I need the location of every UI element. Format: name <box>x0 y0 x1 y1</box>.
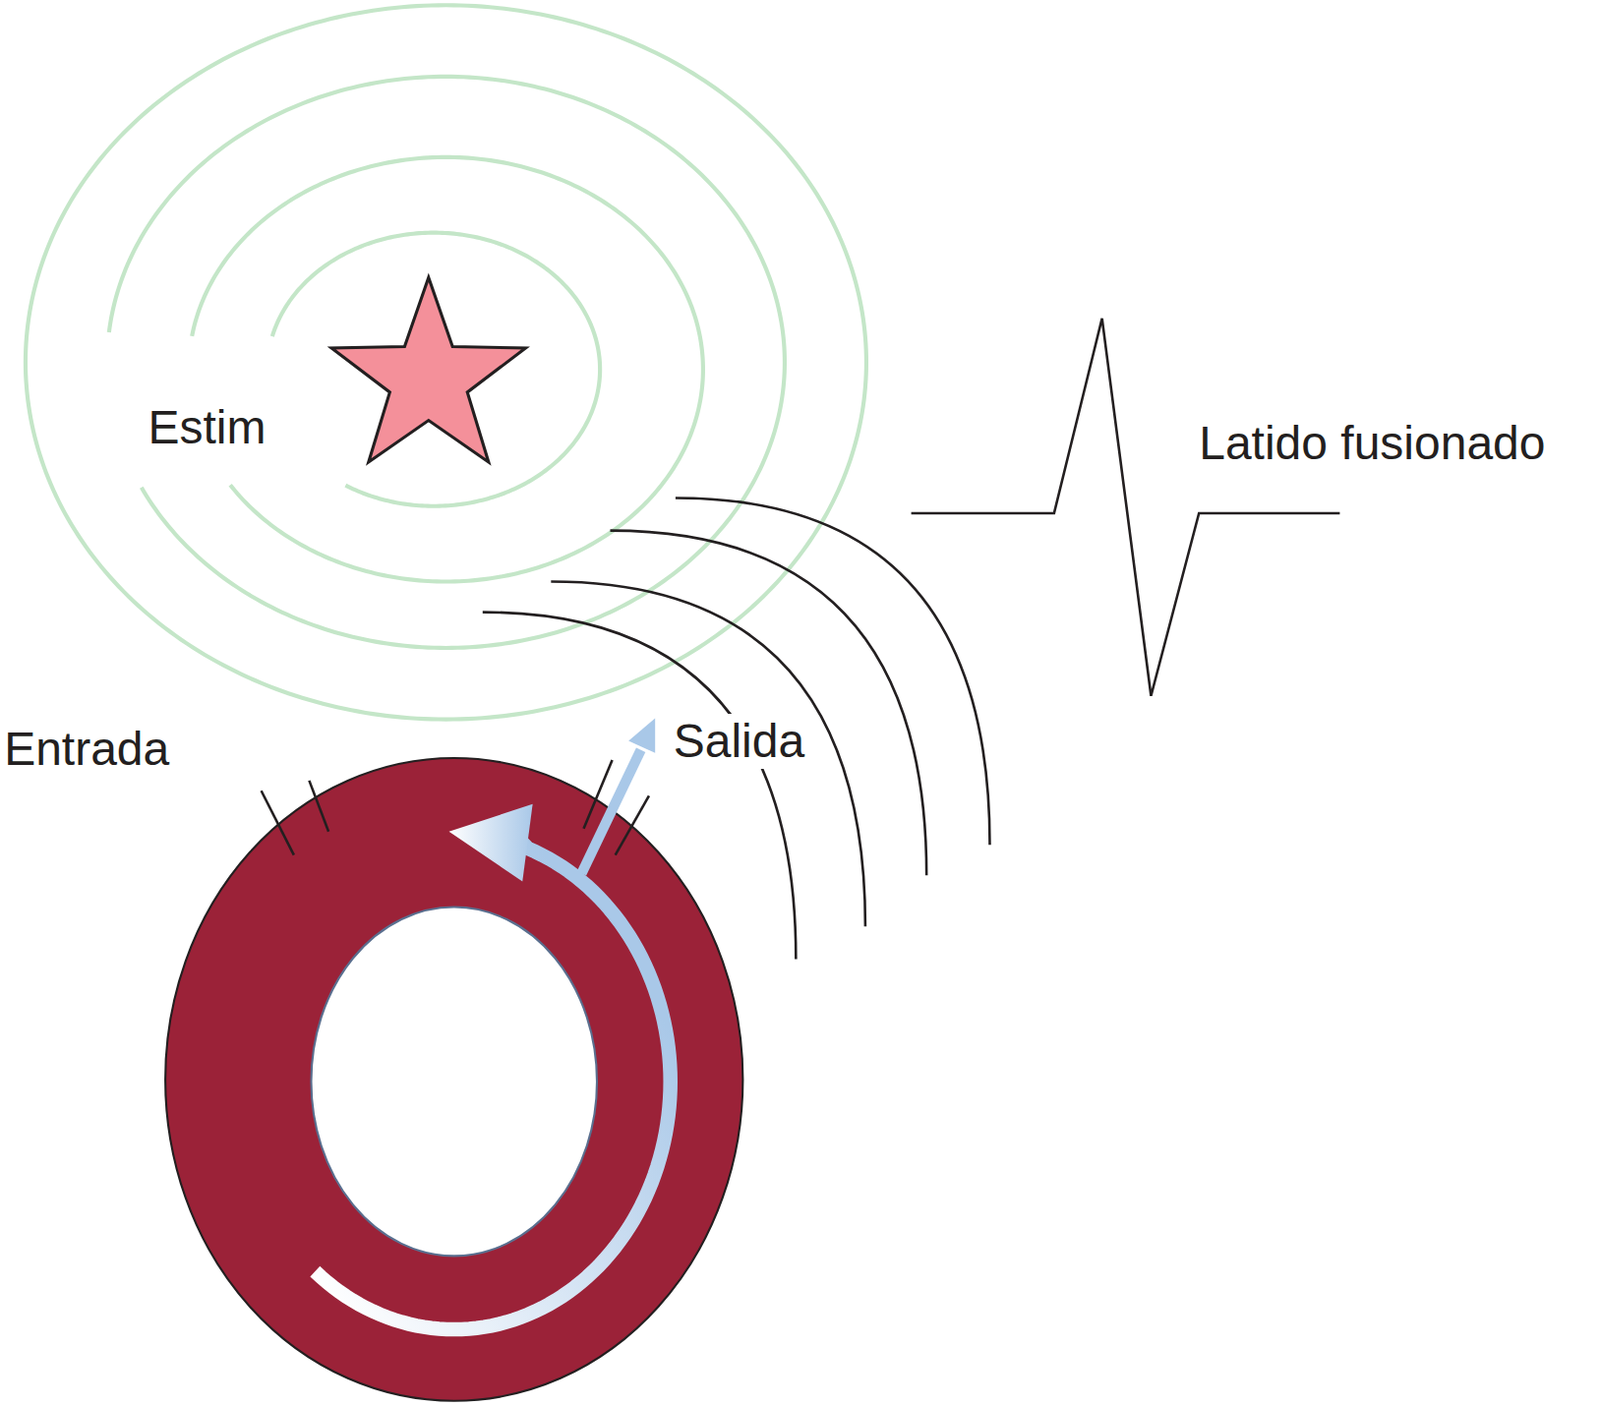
fused-beat-trace <box>911 318 1341 697</box>
wavefront-ring <box>109 76 785 649</box>
stimulus-star <box>331 277 526 463</box>
figure-label: Latido fusionado <box>1198 415 1545 471</box>
figure-label: Salida <box>669 713 809 769</box>
figure-label: Estim <box>147 400 266 455</box>
wavefront-ring <box>191 157 704 583</box>
reentry-wavefront <box>314 842 670 1330</box>
wavefront-ring <box>272 233 600 507</box>
circuit-core <box>310 907 597 1257</box>
exit-arrow-shaft <box>581 750 641 875</box>
reentry-circuit <box>165 758 743 1402</box>
block-ticks <box>261 760 650 855</box>
loop-arrowhead <box>449 804 534 883</box>
wavefront-ring <box>25 4 867 719</box>
exit-arrowhead <box>628 718 655 754</box>
figure-label: Entrada <box>3 721 170 776</box>
stimulus-wavefronts <box>25 4 867 719</box>
